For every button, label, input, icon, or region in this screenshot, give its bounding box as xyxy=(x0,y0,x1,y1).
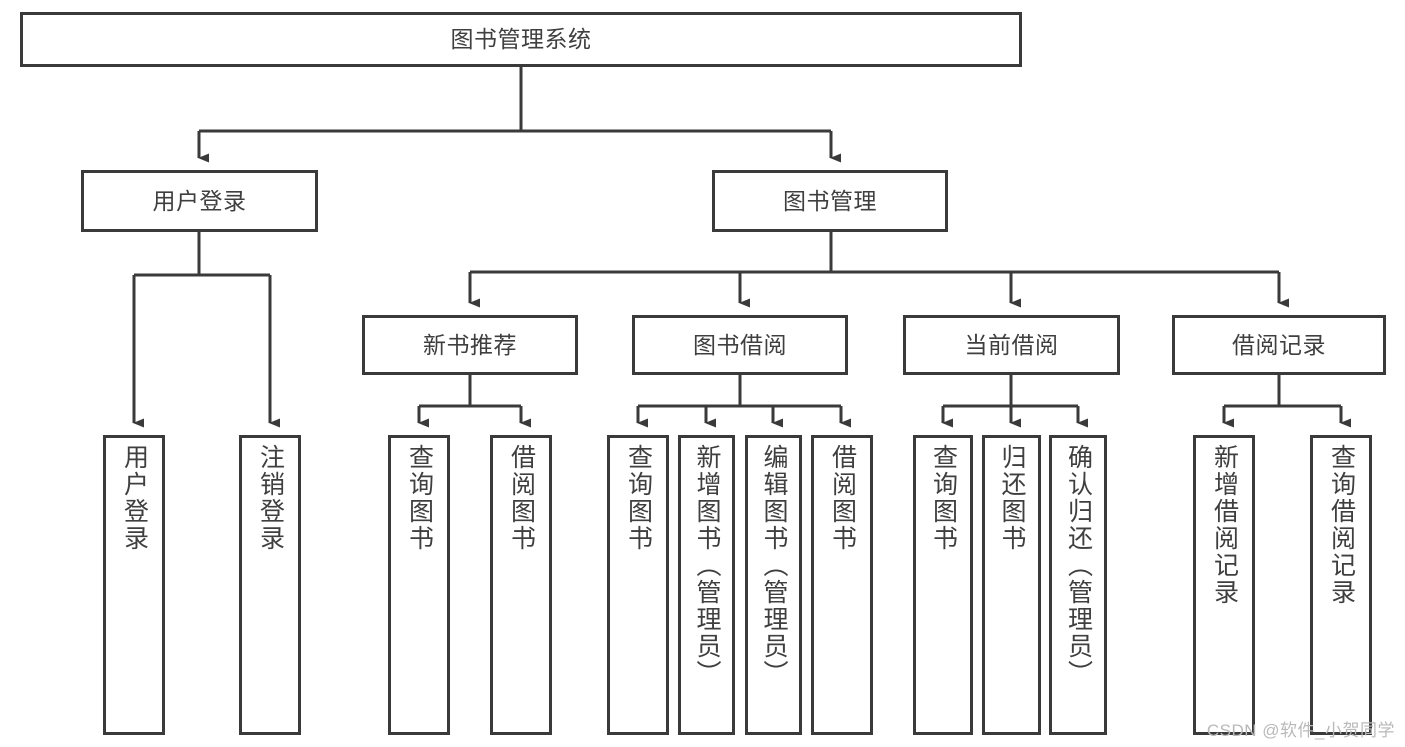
csdn-watermark: CSDN @软件_小贺同学 xyxy=(1206,721,1395,740)
node-new-book-recommendation[interactable]: 新书推荐 xyxy=(362,315,578,375)
leaf-book-borrow-add-book-admin[interactable]: 新增图书（管理员） xyxy=(678,435,735,735)
leaf-book-borrow-borrow-books[interactable]: 借阅图书 xyxy=(811,435,873,735)
node-label: 用户登录 xyxy=(152,187,247,214)
node-user-login[interactable]: 用户登录 xyxy=(81,170,318,232)
node-label: 新增借阅记录 xyxy=(1210,444,1239,606)
node-label: 用户登录 xyxy=(120,444,149,552)
leaf-record-query-borrow-record[interactable]: 查询借阅记录 xyxy=(1310,435,1372,735)
node-label: 编辑图书（管理员） xyxy=(760,444,788,687)
node-label: 归还图书 xyxy=(998,444,1026,552)
leaf-book-borrow-query-books[interactable]: 查询图书 xyxy=(607,435,669,735)
leaf-current-borrow-query-books[interactable]: 查询图书 xyxy=(913,435,973,735)
node-label: 新书推荐 xyxy=(423,331,517,358)
node-label: 图书借阅 xyxy=(693,331,787,358)
node-label: 借阅图书 xyxy=(828,444,857,552)
node-label: 查询图书 xyxy=(929,444,958,552)
leaf-user-login-logout[interactable]: 注销登录 xyxy=(239,435,301,735)
node-label: 图书管理系统 xyxy=(450,26,592,53)
node-label: 借阅记录 xyxy=(1232,331,1326,358)
node-root-book-management-system[interactable]: 图书管理系统 xyxy=(20,12,1022,67)
leaf-user-login-login[interactable]: 用户登录 xyxy=(103,435,165,735)
node-label: 当前借阅 xyxy=(964,331,1059,358)
node-label: 确认归还（管理员） xyxy=(1064,444,1093,687)
node-label: 查询图书 xyxy=(624,444,653,552)
node-label: 新增图书（管理员） xyxy=(693,444,721,687)
leaf-current-borrow-confirm-return-admin[interactable]: 确认归还（管理员） xyxy=(1049,435,1107,735)
node-label: 查询借阅记录 xyxy=(1327,444,1356,606)
node-label: 图书管理 xyxy=(783,187,877,214)
leaf-new-book-query-books[interactable]: 查询图书 xyxy=(388,435,450,735)
node-current-borrowing[interactable]: 当前借阅 xyxy=(903,315,1120,375)
leaf-record-add-borrow-record[interactable]: 新增借阅记录 xyxy=(1193,435,1255,735)
node-label: 借阅图书 xyxy=(507,444,536,552)
node-borrowing-records[interactable]: 借阅记录 xyxy=(1172,315,1386,375)
leaf-book-borrow-edit-book-admin[interactable]: 编辑图书（管理员） xyxy=(745,435,802,735)
leaf-new-book-borrow-books[interactable]: 借阅图书 xyxy=(490,435,552,735)
leaf-current-borrow-return-books[interactable]: 归还图书 xyxy=(982,435,1041,735)
node-book-borrowing[interactable]: 图书借阅 xyxy=(632,315,848,375)
node-label: 查询图书 xyxy=(405,444,434,552)
node-book-management[interactable]: 图书管理 xyxy=(712,170,948,232)
node-label: 注销登录 xyxy=(256,444,285,552)
